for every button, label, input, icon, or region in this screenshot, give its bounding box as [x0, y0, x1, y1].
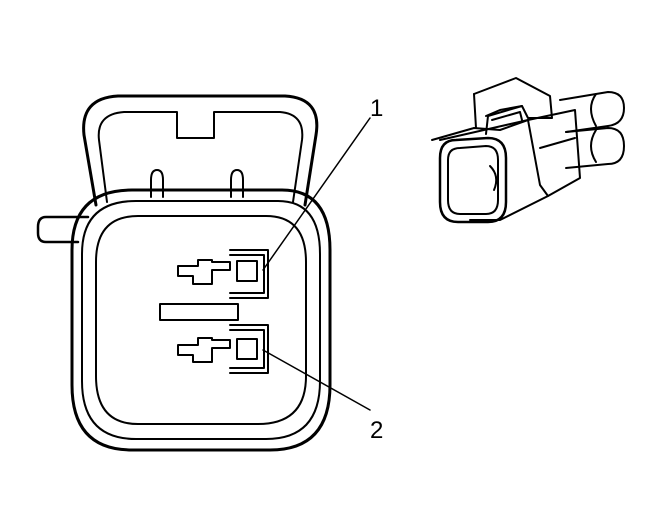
key-rib [159, 303, 239, 321]
terminal-2 [177, 324, 269, 374]
connector-iso-view [431, 77, 625, 224]
callout-1-label: 1 [370, 95, 383, 122]
leader-line-2 [262, 349, 371, 411]
side-tab [36, 215, 90, 244]
locking-latch [82, 94, 319, 207]
connector-face-view: 1 2 [36, 94, 383, 452]
terminal-1 [177, 249, 269, 299]
callout-2-label: 2 [370, 417, 383, 444]
connector-housing-outer [70, 188, 332, 452]
leader-line-1 [262, 117, 371, 271]
connector-cavity [95, 215, 307, 425]
connector-housing-inner [81, 200, 321, 440]
